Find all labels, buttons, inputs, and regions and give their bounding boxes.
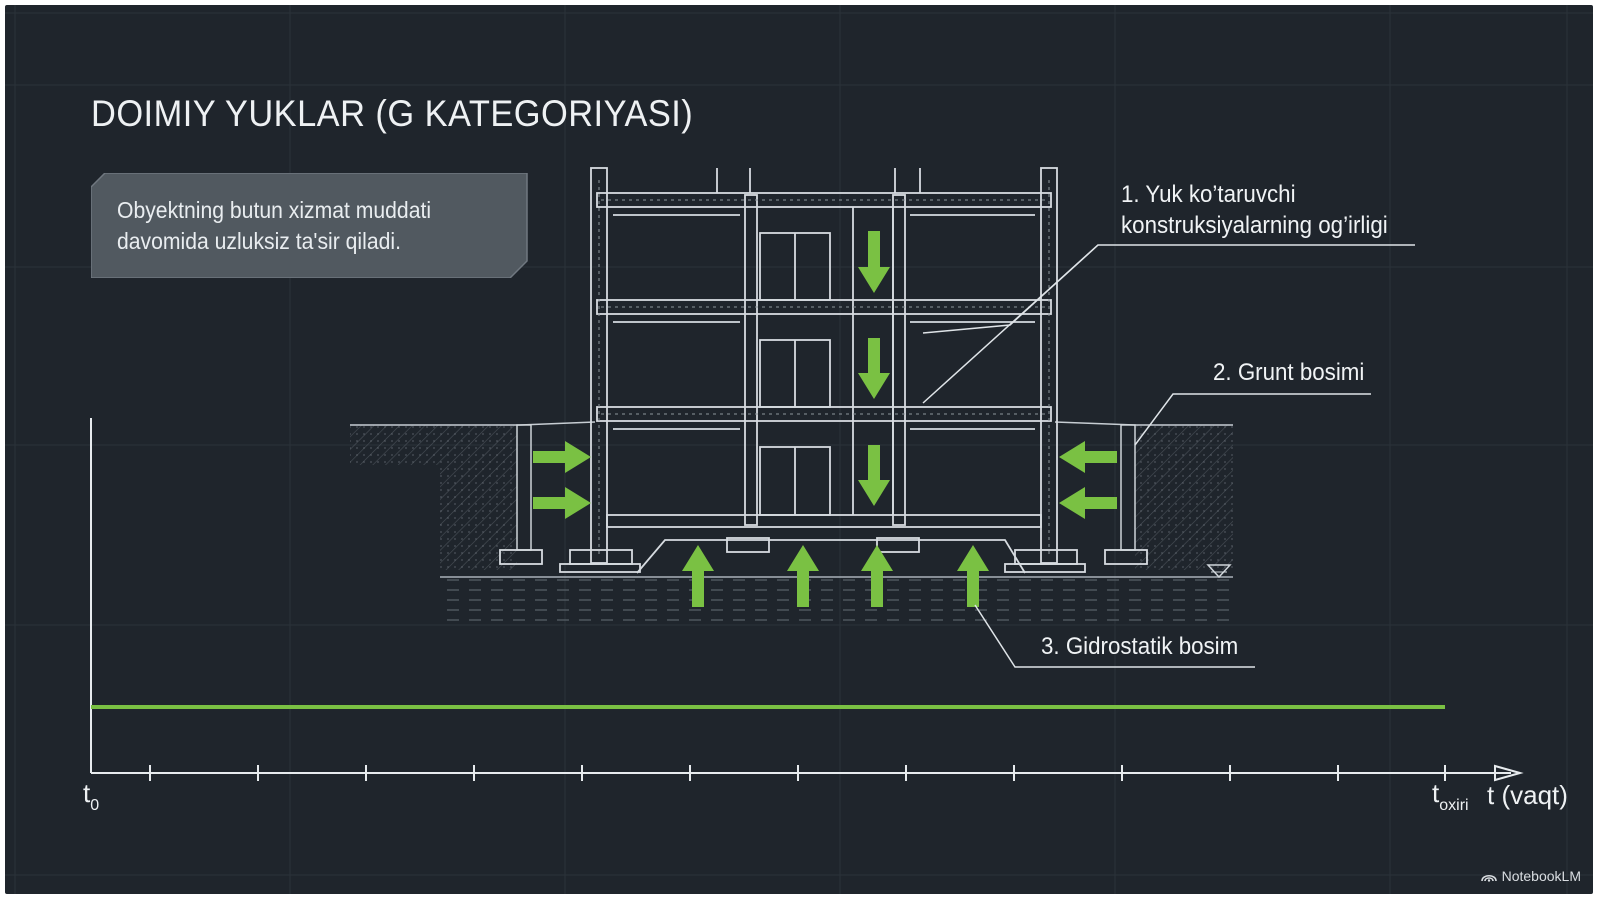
dead-load-arrows [858,231,890,506]
soil-pressure-arrow [1059,487,1117,519]
axis-end-label: toxiri [1432,778,1469,814]
notebooklm-icon [1480,874,1497,882]
axis-title: t (vaqt) [1487,780,1568,810]
time-chart [90,418,1524,782]
slide: DOIMIY YUKLAR (G KATEGORIYASI) Obyektnin… [5,5,1593,894]
dead-load-arrow [858,445,890,506]
retaining-walls [516,424,1136,551]
hydrostatic-arrow [787,545,819,607]
hydrostatic-arrows [682,545,989,607]
brand-logo: NotebookLM [1480,868,1581,884]
axis-start-label: t0 [83,778,100,814]
soil-pressure-arrow [533,441,591,473]
soil-pressure-arrow [533,487,591,519]
hydrostatic-callout: 3. Gidrostatik bosim [1041,633,1239,660]
axis-ticks [149,765,1446,781]
description-box: Obyektning butun xizmat muddati davomida… [91,173,531,278]
soil-right [1062,425,1233,570]
hydrostatic-arrow [861,545,893,607]
page-title: DOIMIY YUKLAR (G KATEGORIYASI) [91,93,694,134]
groundwater-zone [440,564,1235,623]
hydrostatic-arrow [957,545,989,607]
description-text: Obyektning butun xizmat muddati davomida… [117,197,432,254]
dead-load-arrow [858,338,890,399]
dead-load-arrow [858,231,890,293]
soil-left [350,425,517,570]
hydrostatic-arrow [682,545,714,607]
soil-pressure-callout: 2. Grunt bosimi [1213,359,1365,386]
dead-load-callout: 1. Yuk ko’taruvchi konstruksiyalarning o… [1121,179,1388,241]
brand-name: NotebookLM [1501,868,1581,884]
callout-leaders [922,244,1415,668]
soil-pressure-arrows [533,441,1117,519]
building-frame [499,167,1148,574]
background-grid [5,5,1593,894]
dead-load-callout-line1: 1. Yuk ko’taruvchi [1121,181,1296,208]
dead-load-callout-line2: konstruksiyalarning og’irligi [1121,212,1388,239]
soil-pressure-arrow [1059,441,1117,473]
structure-diagram [5,5,1593,894]
